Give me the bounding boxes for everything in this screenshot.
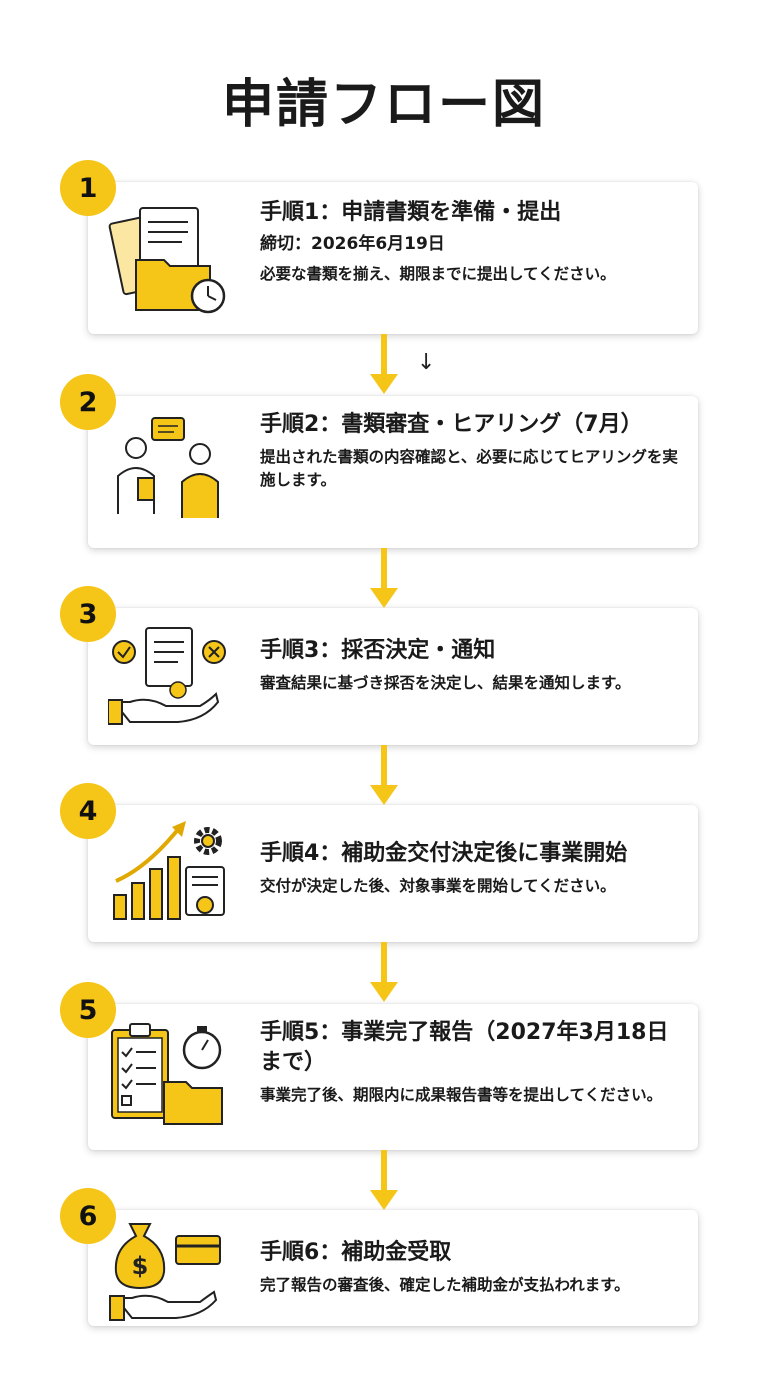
checklist-stopwatch-folder-icon (111, 1023, 223, 1125)
flow-arrow-5-6 (370, 1150, 398, 1210)
step-heading: 手順3：採否決定・通知 (260, 638, 496, 663)
flow-arrow-1-2 (370, 334, 398, 394)
step-card-5: 手順5：事業完了報告（2027年3月18日まで） 事業完了後、期限内に成果報告書… (88, 1004, 698, 1150)
flow-arrow-2-3 (370, 548, 398, 608)
interview-people-icon (117, 417, 219, 518)
step-card-2: 手順2：書類審査・ヒアリング（7月） 提出された書類の内容確認と、必要に応じてヒ… (88, 396, 698, 548)
step-number-badge: 3 (60, 586, 116, 642)
step-card-4: 手順4：補助金交付決定後に事業開始 交付が決定した後、対象事業を開始してください… (88, 805, 698, 942)
step-heading: 手順5：事業完了報告（2027年3月18日まで） (260, 1020, 669, 1075)
step-card-3: 手順3：採否決定・通知 審査結果に基づき採否を決定し、結果を通知します。 (88, 608, 698, 745)
step-card-6: $ 手順6：補助金受取 完了報告の審査後、確定した補助金が支払われます。 (88, 1210, 698, 1326)
step-heading: 手順4：補助金交付決定後に事業開始 (260, 841, 628, 866)
money-bag-hand-card-icon: $ (109, 1223, 221, 1321)
step-number-badge: 4 (60, 783, 116, 839)
documents-folder-clock-icon (108, 207, 226, 314)
step-number-badge: 6 (60, 1188, 116, 1244)
step-description: 審査結果に基づき採否を決定し、結果を通知します。 (260, 674, 631, 692)
step-card-1: 手順1：申請書類を準備・提出 締切：2026年6月19日 必要な書類を揃え、期限… (88, 182, 698, 334)
flow-arrow-3-4 (370, 745, 398, 805)
step-heading: 手順1：申請書類を準備・提出 (260, 200, 562, 225)
step-heading: 手順6：補助金受取 (260, 1240, 452, 1265)
growth-chart-gear-certificate-icon (113, 821, 225, 920)
step-heading: 手順2：書類審査・ヒアリング（7月） (260, 412, 643, 437)
down-arrow-mark: ↓ (417, 350, 436, 375)
page-title: 申請フロー図 (221, 75, 546, 135)
hand-document-approval-icon (108, 627, 226, 725)
step-number-badge: 5 (60, 982, 116, 1038)
svg-text:$: $ (132, 1252, 149, 1280)
step-deadline: 締切：2026年6月19日 (260, 234, 445, 254)
step-description: 提出された書類の内容確認と、必要に応じてヒアリングを実施します。 (260, 448, 678, 489)
step-description: 事業完了後、期限内に成果報告書等を提出してください。 (260, 1086, 663, 1104)
flow-arrow-4-5 (370, 942, 398, 1002)
step-description: 完了報告の審査後、確定した補助金が支払われます。 (260, 1276, 630, 1294)
step-description: 必要な書類を揃え、期限までに提出してください。 (260, 265, 616, 283)
step-number-badge: 2 (60, 374, 116, 430)
step-number-badge: 1 (60, 160, 116, 216)
step-description: 交付が決定した後、対象事業を開始してください。 (260, 877, 616, 895)
